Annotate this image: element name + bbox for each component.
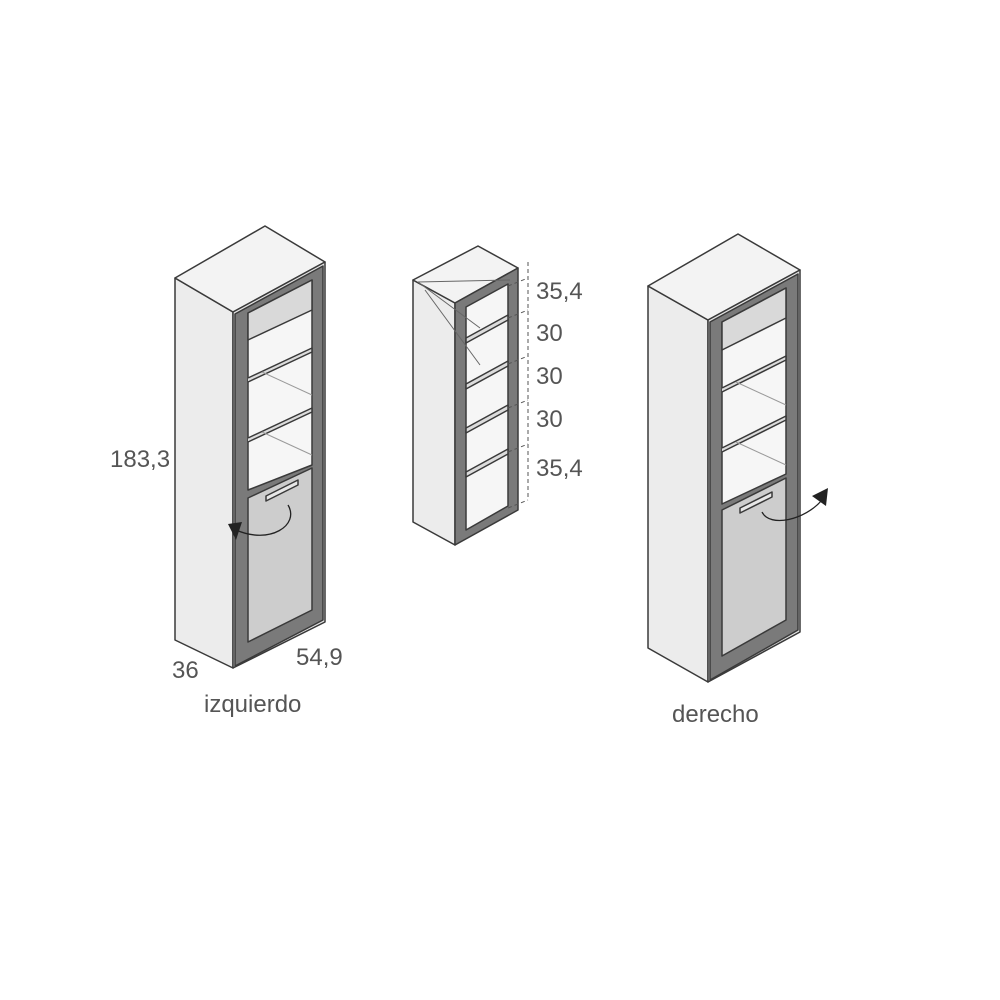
middle-cabinet-shelf — [465, 448, 509, 478]
shelf-spacing-label: 30 — [536, 320, 563, 347]
left-cabinet-top-strip — [247, 279, 313, 341]
shelf-spacing-label: 35,4 — [536, 455, 583, 482]
left-rotation-arrow-icon — [228, 504, 292, 540]
shelf-spacing-label: 35,4 — [536, 278, 583, 305]
middle-cabinet-shelf — [465, 404, 509, 434]
middle-cabinet-side — [412, 279, 456, 546]
left-cabinet-side — [174, 277, 234, 669]
left-cabinet-shelf-edge — [261, 431, 313, 456]
left-cabinet-shelf — [247, 407, 313, 443]
middle-cabinet-construction-line — [424, 289, 481, 366]
middle-cabinet-construction-line — [417, 281, 481, 329]
middle-cabinet-shelf — [465, 360, 509, 390]
door-handle-icon — [265, 479, 299, 502]
right-rotation-arrow-icon — [761, 488, 828, 522]
shelf-spacing-label: 30 — [536, 406, 563, 433]
depth-dimension-label: 36 — [172, 657, 199, 684]
left-cabinet — [174, 225, 326, 669]
left-cabinet-door-panel — [247, 467, 313, 643]
right-cabinet-top-strip — [721, 287, 787, 351]
right-caption: derecho — [672, 701, 759, 728]
right-cabinet-shelf-edge — [735, 441, 787, 466]
middle-cabinet-construction-line — [417, 279, 511, 283]
left-cabinet-shelf-edge — [261, 371, 313, 396]
middle-cabinet — [412, 245, 519, 546]
height-dimension-label: 183,3 — [110, 446, 170, 473]
right-cabinet-door-panel — [721, 477, 787, 657]
right-cabinet — [647, 233, 828, 683]
shelf-spacing-label: 30 — [536, 363, 563, 390]
left-cabinet-shelf — [247, 347, 313, 383]
right-cabinet-side — [647, 285, 709, 683]
shelf-dimension-guides — [507, 262, 529, 509]
left-caption: izquierdo — [204, 691, 301, 718]
width-dimension-label: 54,9 — [296, 644, 343, 671]
right-cabinet-shelf-edge — [735, 381, 787, 406]
middle-cabinet-shelf — [465, 314, 509, 344]
door-handle-icon — [739, 491, 773, 514]
